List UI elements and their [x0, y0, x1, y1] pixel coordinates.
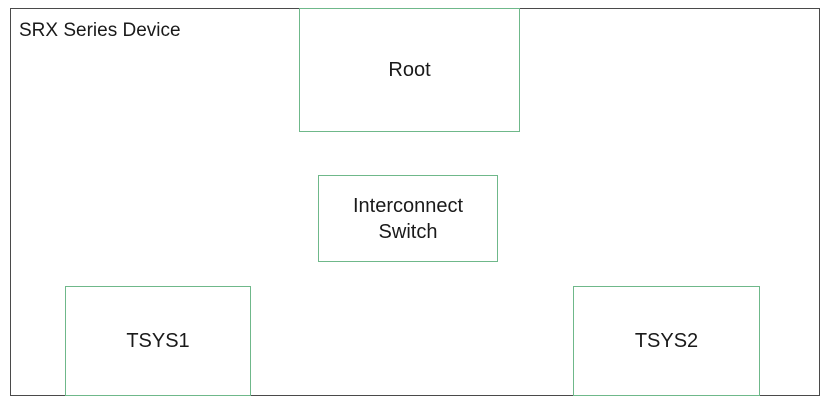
interconnect-switch-node: Interconnect Switch	[318, 175, 498, 262]
tsys2-node: TSYS2	[573, 286, 760, 396]
root-node-label: Root	[388, 59, 431, 81]
root-node: Root	[299, 8, 520, 132]
tsys2-label: TSYS2	[634, 330, 699, 352]
tsys1-node: TSYS1	[65, 286, 251, 396]
tsys1-label: TSYS1	[126, 330, 190, 352]
interconnect-switch-label: Interconnect Switch	[352, 194, 464, 243]
device-label: SRX Series Device	[19, 20, 181, 41]
